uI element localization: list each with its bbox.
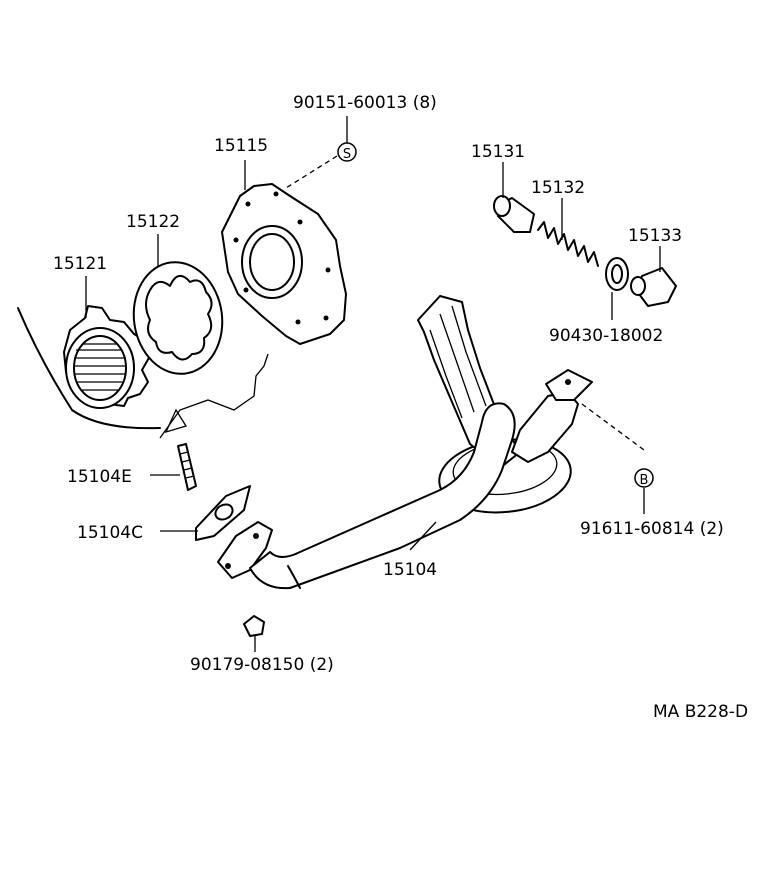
marker-s: S	[337, 142, 357, 162]
label-90430-18002: 90430-18002	[549, 326, 663, 346]
gasket-15104c	[195, 485, 251, 541]
leader-15104	[409, 521, 437, 551]
leader-90151-dash	[285, 155, 338, 189]
label-15132: 15132	[531, 178, 585, 198]
arrow-mark	[164, 408, 188, 434]
label-15122: 15122	[126, 212, 180, 232]
label-90151-60013: 90151-60013 (8)	[293, 93, 437, 113]
marker-b: B	[634, 468, 654, 488]
nut-90179	[243, 615, 265, 637]
label-15115: 15115	[214, 136, 268, 156]
svg-text:B: B	[640, 473, 649, 488]
label-15121: 15121	[53, 254, 107, 274]
relief-valve-15131	[493, 195, 535, 233]
label-90179-08150: 90179-08150 (2)	[190, 655, 334, 675]
label-91611-60814: 91611-60814 (2)	[580, 519, 724, 539]
driven-rotor-15122	[132, 261, 224, 375]
spring-15132	[537, 221, 599, 267]
drive-gear-15121	[17, 305, 161, 430]
svg-text:S: S	[343, 147, 351, 162]
oil-strainer-15104	[217, 295, 593, 590]
label-15104e: 15104E	[67, 467, 132, 487]
section-outline	[159, 353, 269, 439]
pump-cover-15115	[221, 183, 347, 345]
label-15131: 15131	[471, 142, 525, 162]
reference-code: MA B228-D	[653, 702, 748, 722]
label-15104: 15104	[383, 560, 437, 580]
label-15133: 15133	[628, 226, 682, 246]
stud-15104e	[177, 443, 197, 491]
leader-91611-dash	[581, 403, 645, 451]
label-15104c: 15104C	[77, 523, 143, 543]
gasket-90430	[605, 257, 629, 291]
plug-15133	[630, 267, 677, 307]
